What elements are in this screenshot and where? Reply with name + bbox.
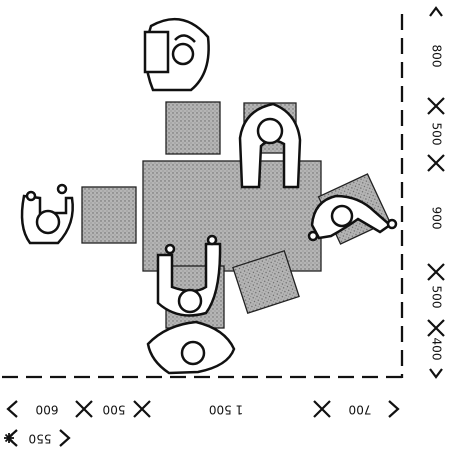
dimension-label-bottom-left-mid: 500 [103, 403, 126, 417]
right-dimension-marks [427, 6, 445, 379]
dimension-label-bottom-right: 700 [349, 403, 372, 417]
person-right [307, 194, 398, 242]
person-bottom-lying [146, 320, 236, 375]
chair-left [81, 186, 137, 244]
dimension-lines [2, 14, 404, 379]
bottom-dimension-marks [6, 400, 400, 447]
dimension-label-right-center: 900 [430, 207, 444, 230]
person-left [20, 183, 74, 245]
person-bottom [156, 234, 222, 317]
dimension-label-bottom-left: 600 [36, 403, 59, 417]
person-upper-right [238, 102, 302, 189]
person-top-seated [143, 17, 210, 92]
dimension-label-bottom-center: 1 500 [209, 403, 243, 417]
chair-top-left [165, 101, 221, 155]
dimension-label-right-lower-mid: 500 [430, 286, 444, 309]
dimension-label-right-upper-mid: 500 [430, 123, 444, 146]
dimension-label-right-top: 800 [430, 45, 444, 68]
asterisk-marker [4, 433, 14, 443]
dimension-label-right-bottom: 400 [430, 338, 444, 361]
chair-bottom-right [232, 250, 300, 314]
dimension-label-bottom-second-row: 550 [29, 432, 52, 446]
